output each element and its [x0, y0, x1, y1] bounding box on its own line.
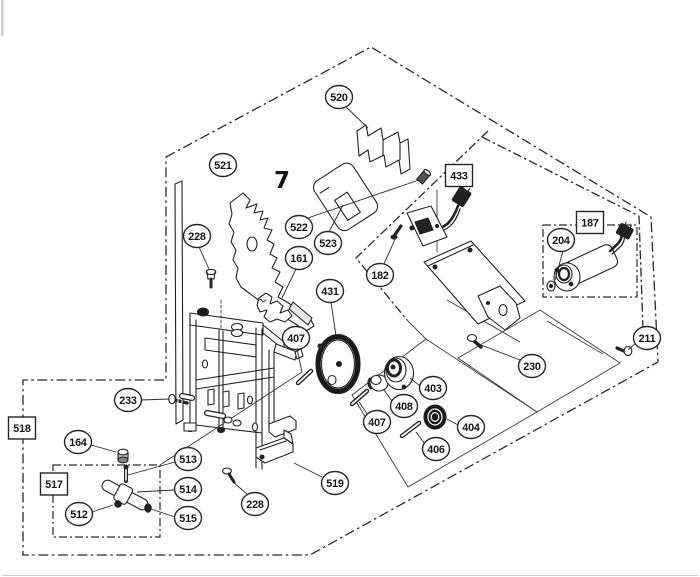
- leader-lines: [90, 105, 638, 518]
- svg-text:519: 519: [326, 478, 344, 490]
- part-406-pin: [399, 420, 422, 439]
- callout-519: 519: [320, 470, 350, 496]
- part-431-gear-wheel: [315, 333, 361, 395]
- callout-514: 514: [173, 476, 203, 502]
- callout-228-top: 228: [182, 223, 212, 249]
- svg-text:512: 512: [70, 509, 88, 521]
- part-408-bushing: [367, 374, 389, 392]
- callout-233: 233: [113, 387, 143, 413]
- inner-border-top-right: [481, 136, 644, 331]
- callout-182: 182: [365, 262, 395, 288]
- callout-407-lower: 407: [362, 409, 392, 435]
- callout-517: 517: [39, 472, 69, 496]
- callout-433: 433: [444, 163, 474, 188]
- part-404-pulley: [423, 404, 447, 430]
- border-outline: [22, 46, 659, 556]
- part-161-bracket: [256, 292, 293, 323]
- svg-text:521: 521: [214, 160, 232, 172]
- plane-echo-2: [546, 320, 604, 355]
- svg-text:211: 211: [639, 333, 656, 345]
- callout-228-bottom: 228: [240, 491, 270, 517]
- part-228-screw-bottom: [222, 467, 236, 484]
- callout-187: 187: [575, 210, 605, 235]
- svg-text:518: 518: [13, 423, 31, 435]
- svg-text:403: 403: [424, 383, 442, 395]
- svg-text:406: 406: [427, 444, 445, 456]
- part-520-bracket: [356, 124, 411, 175]
- figure-section-number: 7: [274, 168, 290, 194]
- svg-text:514: 514: [179, 484, 197, 496]
- svg-text:233: 233: [119, 395, 137, 407]
- svg-text:431: 431: [321, 286, 339, 298]
- part-187-motor: [546, 221, 634, 292]
- callout-403: 403: [418, 375, 448, 401]
- part-230-screw: [466, 333, 483, 349]
- callouts: 520 521 522 523 228 161 431 182: [7, 84, 662, 531]
- inner-border-middle: [355, 130, 489, 321]
- callout-513: 513: [173, 446, 203, 472]
- callout-521: 521: [208, 152, 238, 178]
- callout-204: 204: [546, 227, 576, 253]
- svg-text:523: 523: [319, 238, 337, 250]
- part-233-screw: [168, 393, 189, 406]
- svg-text:228: 228: [188, 231, 206, 243]
- part-base-plate: [423, 240, 526, 331]
- svg-text:230: 230: [523, 361, 541, 373]
- svg-text:182: 182: [371, 270, 389, 282]
- part-407-pins: [295, 368, 370, 407]
- svg-text:228: 228: [246, 499, 264, 511]
- part-517-roller: [101, 464, 152, 513]
- callout-408: 408: [389, 393, 419, 419]
- part-522-screw: [416, 168, 432, 185]
- callout-522: 522: [284, 214, 314, 240]
- part-519-bracket: [255, 429, 294, 464]
- part-521-side-plate: [174, 180, 315, 425]
- part-chassis-frame: [179, 299, 304, 470]
- part-523-plate: [312, 162, 379, 232]
- svg-text:408: 408: [395, 401, 413, 413]
- callout-515: 515: [173, 505, 203, 531]
- callout-406: 406: [421, 436, 451, 462]
- callout-520: 520: [324, 84, 354, 110]
- callout-230: 230: [517, 353, 547, 379]
- callout-164: 164: [63, 429, 93, 455]
- part-403-gear: [383, 355, 415, 391]
- svg-text:404: 404: [462, 422, 480, 434]
- svg-text:407: 407: [368, 417, 386, 429]
- parts: [101, 124, 634, 513]
- callout-523: 523: [313, 230, 343, 256]
- svg-text:515: 515: [179, 513, 197, 525]
- part-433-harness-pcb: [390, 185, 472, 253]
- callout-404: 404: [456, 414, 486, 440]
- callout-161: 161: [284, 245, 314, 271]
- svg-text:433: 433: [450, 171, 468, 183]
- callout-211: 211: [632, 325, 662, 351]
- roller-group-border: [52, 464, 161, 538]
- svg-text:517: 517: [45, 479, 63, 491]
- part-228-screw-top: [205, 268, 217, 289]
- outer-border: [22, 46, 659, 556]
- svg-text:187: 187: [581, 218, 599, 230]
- motor-group-border: [542, 224, 638, 298]
- svg-text:204: 204: [552, 235, 570, 247]
- svg-text:520: 520: [330, 92, 348, 104]
- part-211-screw: [615, 345, 633, 357]
- svg-text:164: 164: [69, 437, 87, 449]
- callout-431: 431: [315, 278, 345, 304]
- callout-512: 512: [64, 501, 94, 527]
- svg-text:161: 161: [290, 253, 308, 265]
- svg-text:513: 513: [179, 454, 197, 466]
- svg-text:407: 407: [287, 333, 305, 345]
- callout-407-upper: 407: [281, 325, 311, 351]
- part-164-grommet: [117, 448, 129, 464]
- callout-518: 518: [7, 416, 37, 440]
- plane-connector: [406, 319, 427, 340]
- svg-text:522: 522: [290, 222, 308, 234]
